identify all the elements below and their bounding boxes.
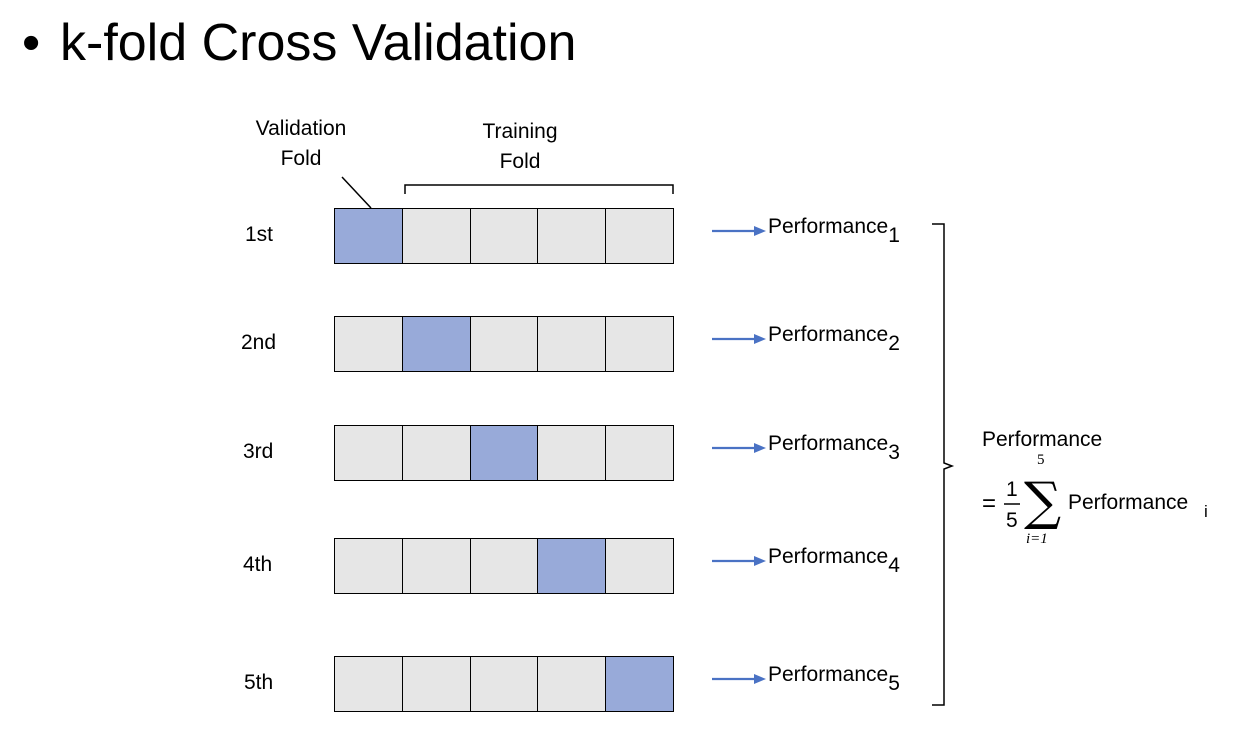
training-fold-cell bbox=[335, 539, 403, 593]
validation-fold-line: Validation bbox=[255, 117, 347, 140]
validation-fold-cell bbox=[606, 657, 673, 711]
formula-expression: = 1 5 5 ∑ i=1 Performance i bbox=[982, 453, 1208, 543]
training-fold-cell bbox=[402, 426, 471, 480]
fold-row bbox=[334, 316, 674, 372]
formula-term: Performance bbox=[1068, 491, 1188, 514]
training-fold-cell bbox=[606, 209, 673, 263]
training-fold-bracket bbox=[404, 184, 674, 194]
performance-label: Performance bbox=[768, 215, 889, 238]
performance-curly-brace bbox=[932, 223, 955, 706]
formula-numerator: 1 bbox=[1006, 478, 1018, 501]
arrow-right-icon bbox=[712, 443, 766, 453]
training-fold-cell bbox=[470, 539, 539, 593]
validation-pointer-line bbox=[341, 176, 372, 209]
row-label: 4th bbox=[243, 553, 273, 576]
validation-fold-cell bbox=[538, 539, 607, 593]
fold-row bbox=[334, 425, 674, 481]
training-fold-line: Training bbox=[482, 120, 558, 143]
validation-fold-cell bbox=[470, 426, 539, 480]
performance-subscript: 2 bbox=[888, 332, 900, 355]
validation-fold-cell bbox=[402, 317, 471, 371]
row-label: 1st bbox=[245, 223, 274, 246]
formula-equals: = bbox=[982, 490, 996, 517]
training-fold-cell bbox=[538, 317, 607, 371]
training-fold-cell bbox=[402, 657, 471, 711]
performance-subscript: 4 bbox=[888, 554, 900, 577]
validation-fold-cell bbox=[335, 209, 403, 263]
arrow-right-icon bbox=[712, 226, 766, 236]
title-bullet: • bbox=[22, 14, 41, 72]
performance-label: Performance bbox=[768, 323, 889, 346]
performance-label: Performance bbox=[768, 432, 889, 455]
formula-sum-lower: i=1 bbox=[1026, 531, 1048, 543]
training-fold-cell bbox=[470, 657, 539, 711]
average-performance-formula: Performance = 1 5 5 ∑ i=1 Performance i bbox=[982, 425, 1208, 543]
formula-term-sub: i bbox=[1204, 502, 1208, 521]
performance-subscript: 5 bbox=[888, 672, 900, 695]
training-fold-cell bbox=[606, 317, 673, 371]
row-label: 3rd bbox=[243, 440, 274, 463]
training-fold-cell bbox=[538, 209, 607, 263]
row-label: 2nd bbox=[241, 331, 277, 354]
training-fold-cell bbox=[470, 317, 539, 371]
training-fold-cell bbox=[538, 657, 607, 711]
formula-title: Performance bbox=[982, 428, 1103, 451]
arrow-right-icon bbox=[712, 674, 766, 684]
fold-row bbox=[334, 208, 674, 264]
row-label: 5th bbox=[244, 671, 274, 694]
formula-sum-symbol: ∑ bbox=[1024, 472, 1061, 532]
training-fold-cell bbox=[335, 426, 403, 480]
performance-subscript: 3 bbox=[888, 441, 900, 464]
training-fold-cell bbox=[335, 317, 403, 371]
title-text: k-fold Cross Validation bbox=[60, 14, 577, 72]
training-fold-cell bbox=[606, 539, 673, 593]
training-fold-cell bbox=[402, 539, 471, 593]
fold-row bbox=[334, 656, 674, 712]
fold-row bbox=[334, 538, 674, 594]
arrow-right-icon bbox=[712, 334, 766, 344]
performance-subscript: 1 bbox=[888, 224, 900, 247]
formula-denominator: 5 bbox=[1006, 509, 1018, 532]
training-fold-cell bbox=[606, 426, 673, 480]
training-fold-cell bbox=[335, 657, 403, 711]
training-fold-cell bbox=[538, 426, 607, 480]
training-fold-cell bbox=[470, 209, 539, 263]
performance-label: Performance bbox=[768, 545, 889, 568]
training-fold-cell bbox=[402, 209, 471, 263]
performance-label: Performance bbox=[768, 663, 889, 686]
slide-title: • k-fold Cross Validation bbox=[22, 10, 576, 76]
arrow-right-icon bbox=[712, 556, 766, 566]
validation-fold-line: Fold bbox=[280, 147, 322, 170]
training-fold-line: Fold bbox=[499, 150, 541, 173]
formula-sum-upper: 5 bbox=[1037, 453, 1045, 468]
